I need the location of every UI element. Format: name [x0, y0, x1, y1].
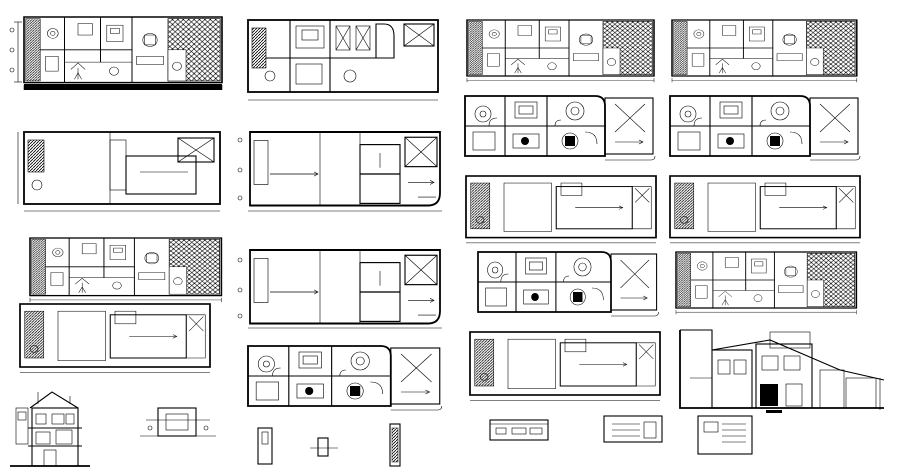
plan-ground-floor-alt: [247, 19, 439, 101]
detail-gate-elevation: [140, 407, 216, 437]
plan-first-floor-slab-2: [237, 131, 442, 212]
section-elevation-long: [679, 329, 885, 413]
detail-small-sections: [257, 423, 401, 467]
legend-table-a: [489, 419, 549, 441]
front-elevation-house: [10, 391, 90, 467]
legend-table-b: [603, 415, 663, 443]
plan-second-floor-slab: [237, 249, 442, 329]
plan-ground-floor-furnished: [9, 16, 223, 91]
plan-first-floor-slab: [17, 131, 221, 212]
legend-table-c: [697, 415, 753, 455]
